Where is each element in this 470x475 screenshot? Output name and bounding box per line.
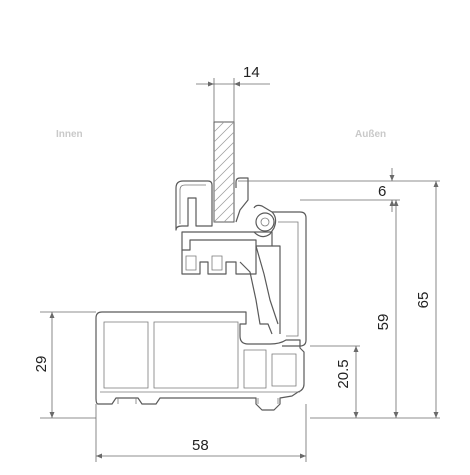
glass-thickness-value: 14 xyxy=(243,64,260,81)
total-height-value: 65 xyxy=(415,292,432,309)
top-offset-value: 6 xyxy=(378,183,386,200)
frame-width-value: 58 xyxy=(192,437,209,454)
inside-label: Innen xyxy=(56,129,83,140)
left-dimension: 29 xyxy=(33,311,96,419)
sash-height-value: 59 xyxy=(375,314,392,331)
sill-height-value: 20.5 xyxy=(335,359,352,388)
frame-height-value: 29 xyxy=(33,356,50,373)
glass-pane xyxy=(213,121,235,223)
right-dimensions: 6 59 65 20.5 xyxy=(238,168,440,419)
outside-label: Außen xyxy=(355,129,386,140)
bottom-dimension: 58 xyxy=(95,404,307,462)
glass-thickness-dimension: 14 xyxy=(196,64,270,122)
sash-profile xyxy=(175,177,307,347)
frame-profile xyxy=(95,311,305,411)
